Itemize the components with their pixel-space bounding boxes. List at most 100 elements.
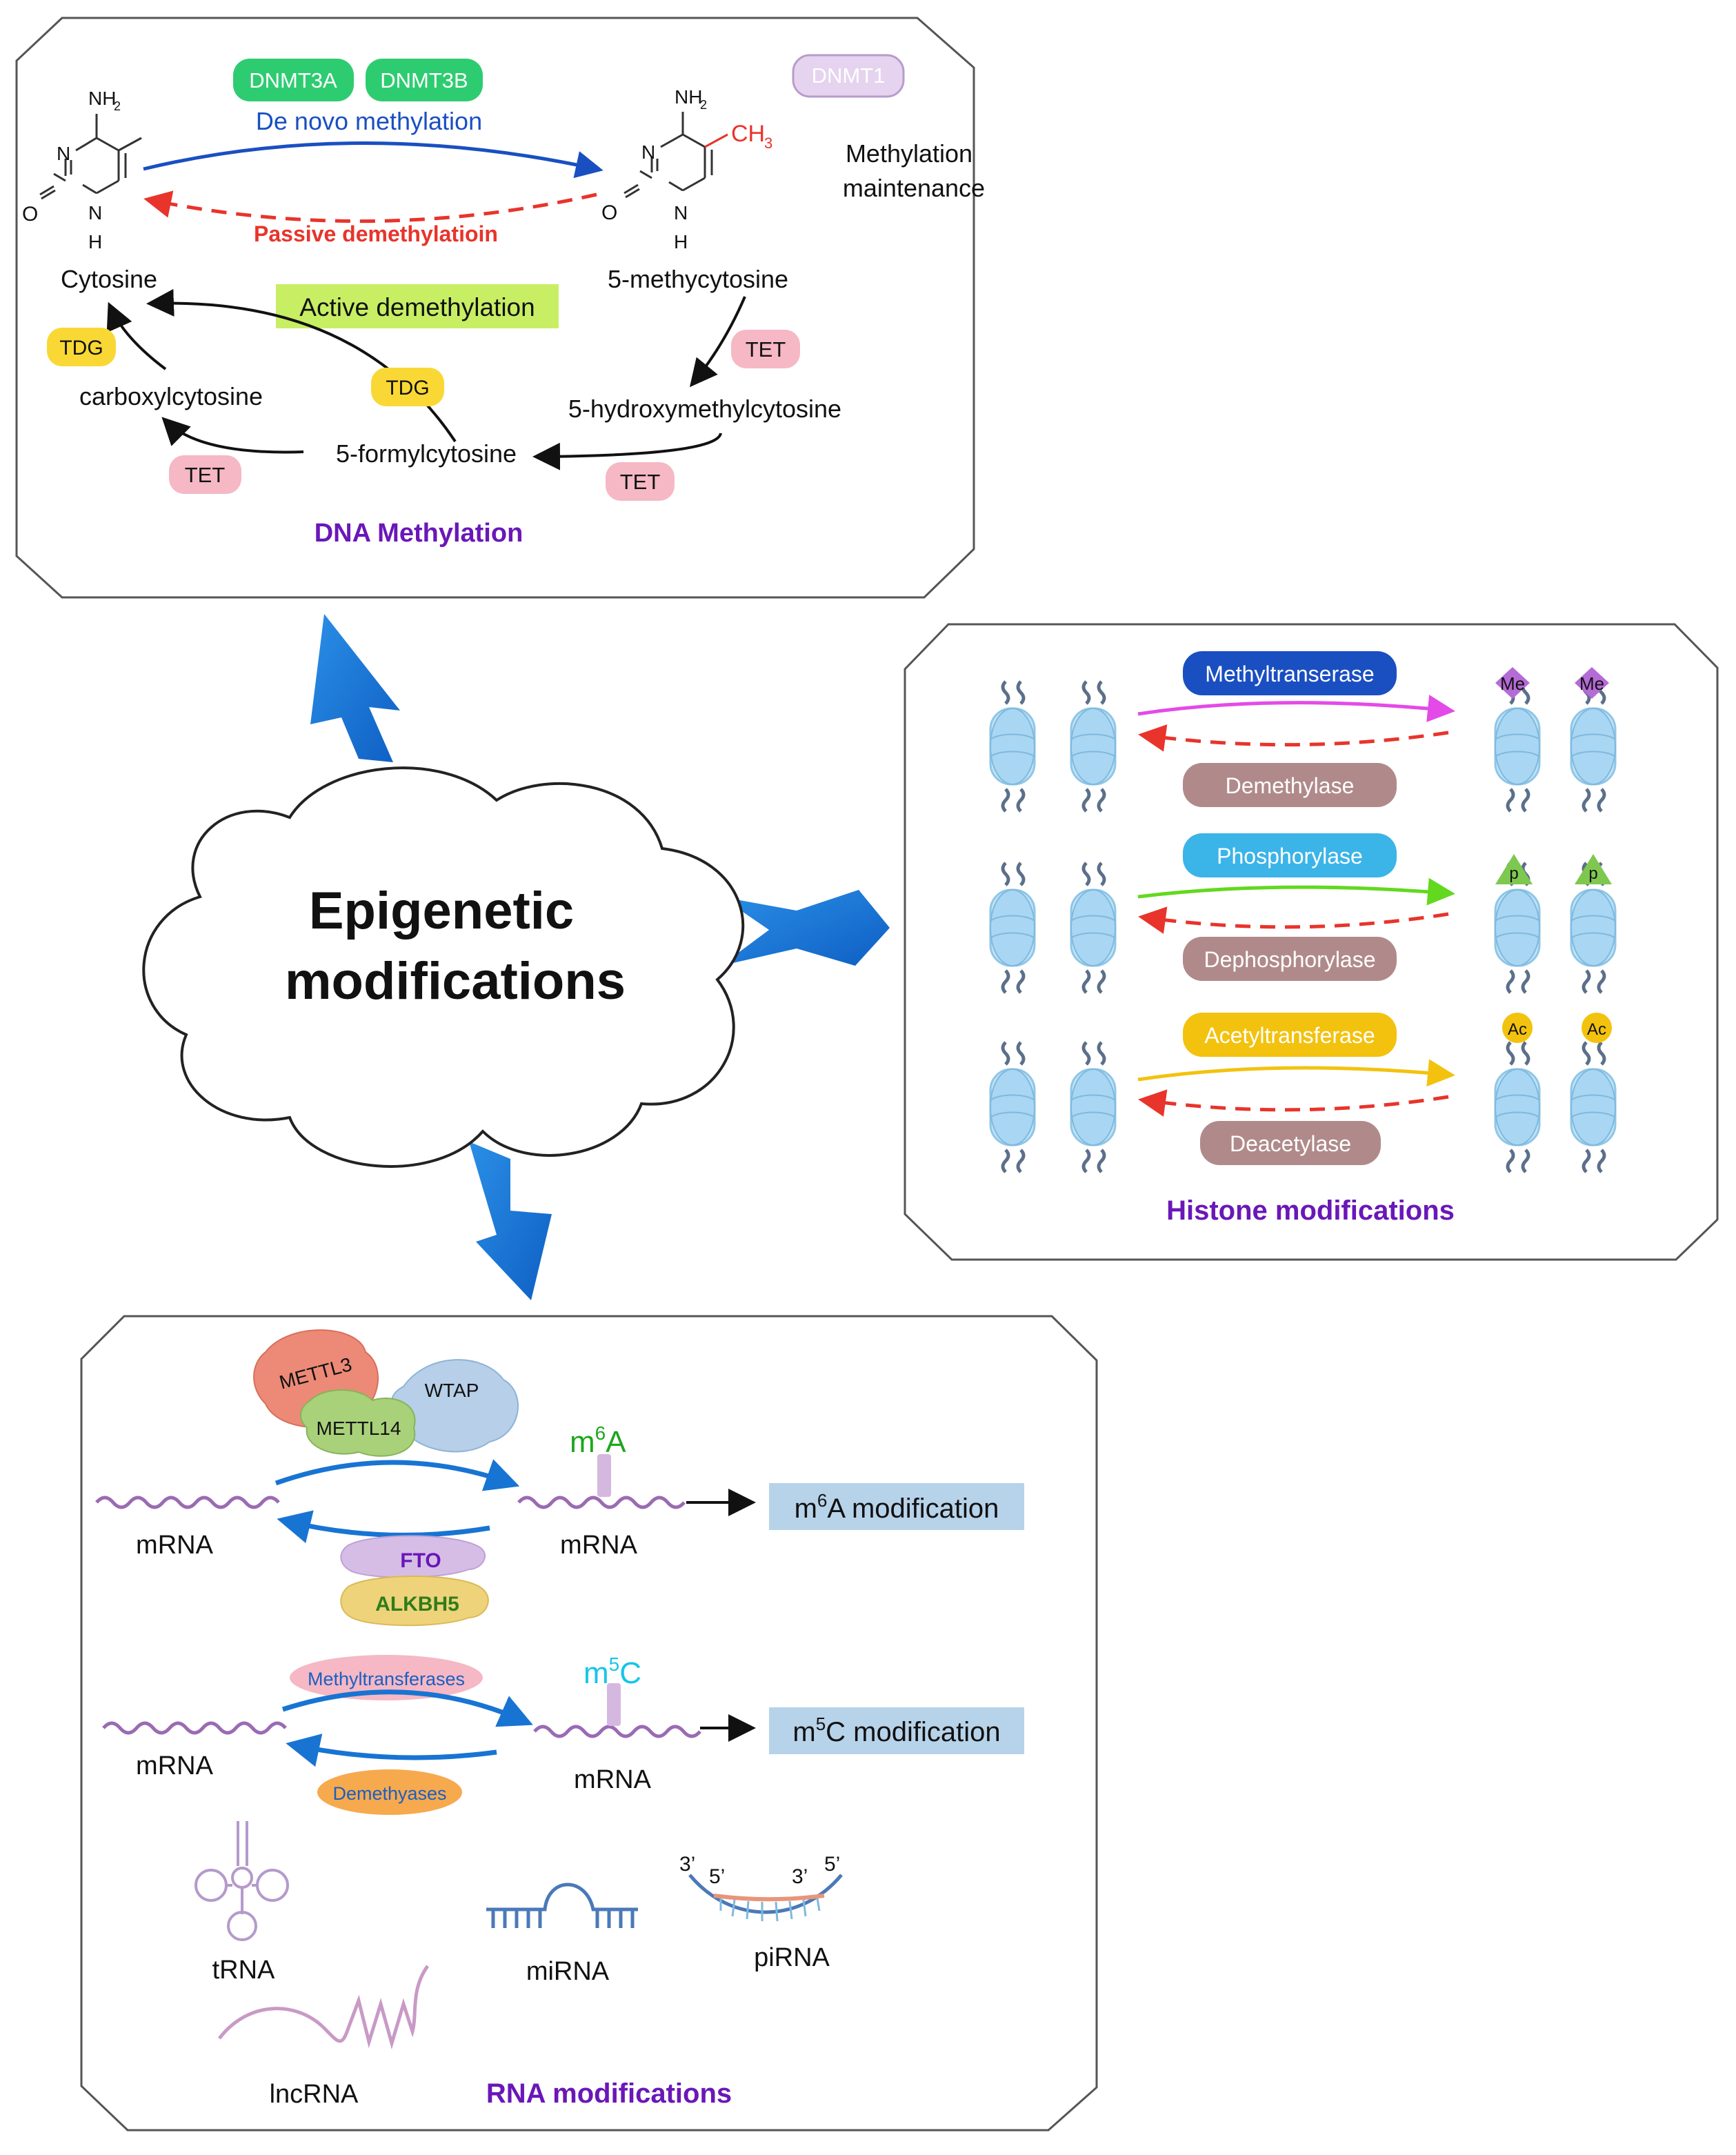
svg-text:Me: Me (1579, 673, 1604, 694)
svg-text:Methyltransferases: Methyltransferases (308, 1669, 465, 1689)
dnmt1-badge: DNMT1 (792, 54, 905, 98)
trna-label: tRNA (212, 1956, 275, 1985)
svg-text:N: N (57, 143, 70, 164)
svg-text:O: O (601, 201, 617, 224)
eraser-complex: FTO ALKBH5 (340, 1535, 489, 1627)
svg-text:2: 2 (700, 98, 707, 112)
pirna-label: piRNA (754, 1943, 830, 1972)
maintenance-label-2: maintenance (843, 174, 985, 202)
cloud-title-line1: Epigenetic (309, 882, 574, 940)
svg-text:Ac: Ac (1587, 1020, 1606, 1039)
passive-label: Passive demethylatioin (254, 221, 498, 246)
writer-complex: METTL3 METTL14 WTAP (253, 1329, 519, 1457)
m6a-modification-box: m6A modification (769, 1483, 1024, 1530)
active-demethylation-label: Active demethylation (276, 284, 559, 328)
svg-text:TET: TET (746, 337, 786, 361)
svg-text:METTL14: METTL14 (317, 1418, 401, 1439)
rna-panel: METTL3 METTL14 WTAP mRNA m6A mRNA m6A mo… (80, 1315, 1098, 2132)
cloud-title-line2: modifications (285, 952, 626, 1011)
mrna-label: mRNA (136, 1751, 214, 1780)
svg-text:WTAP: WTAP (425, 1380, 479, 1401)
methyltransferase-badge: Methyltranserase (1183, 651, 1397, 695)
pirna-icon: 3’ 5’ 3’ 5’ (679, 1853, 843, 1922)
svg-text:TDG: TDG (386, 377, 429, 399)
svg-text:DNMT3A: DNMT3A (249, 68, 337, 92)
svg-text:p: p (1509, 864, 1518, 883)
methylcytosine-label: 5-methycytosine (608, 265, 788, 293)
phosphorylase-badge: Phosphorylase (1183, 833, 1397, 877)
svg-text:H: H (88, 231, 102, 252)
svg-text:DNMT3B: DNMT3B (380, 68, 468, 92)
demethyases-badge: Demethyases (317, 1769, 462, 1815)
acetyltransferase-badge: Acetyltransferase (1183, 1013, 1397, 1057)
svg-text:FTO: FTO (400, 1549, 441, 1572)
svg-text:3: 3 (764, 135, 772, 152)
mrna-label: mRNA (136, 1531, 214, 1560)
svg-text:TET: TET (185, 463, 226, 487)
svg-text:N: N (674, 202, 688, 224)
methylcytosine-structure (623, 112, 713, 199)
dnmt3a-badge: DNMT3A (233, 59, 354, 101)
demethylase-badge: Demethylase (1183, 763, 1397, 807)
dna-methylation-panel: DNMT3A DNMT3B DNMT1 De novo methylation … (15, 17, 985, 599)
dephosphorylase-badge: Dephosphorylase (1183, 937, 1397, 981)
mrna-strand (95, 1496, 280, 1509)
histone-panel: Methyltranserase Demethylase Me Me Phosp… (904, 623, 1719, 1261)
de-novo-arrow (143, 141, 603, 179)
dnmt3b-badge: DNMT3B (366, 59, 483, 101)
svg-text:NH: NH (675, 86, 702, 108)
mrna-label: mRNA (574, 1765, 652, 1794)
deacetylase-badge: Deacetylase (1200, 1121, 1381, 1165)
svg-text:ALKBH5: ALKBH5 (375, 1593, 459, 1616)
svg-text:O: O (22, 203, 38, 226)
svg-text:TDG: TDG (59, 337, 103, 359)
svg-text:Me: Me (1500, 673, 1525, 694)
svg-text:H: H (674, 231, 688, 252)
phospho-mark: p p (1495, 854, 1612, 884)
tet-badge: TET (731, 330, 800, 368)
hydroxymethylcytosine-label: 5-hydroxymethylcytosine (568, 395, 841, 423)
epigenetic-cloud: Epigenetic modifications (142, 766, 745, 1168)
tet-badge: TET (606, 462, 675, 501)
svg-text:5’: 5’ (709, 1865, 725, 1888)
lncrna-icon (218, 1965, 430, 2049)
svg-text:Ac: Ac (1508, 1020, 1527, 1039)
svg-text:CH: CH (731, 121, 765, 147)
m6a-mark: m6A (570, 1422, 626, 1459)
tet-badge: TET (169, 455, 241, 494)
lncrna-label: lncRNA (270, 2080, 359, 2109)
svg-text:5’: 5’ (824, 1853, 840, 1876)
formylcytosine-label: 5-formylcytosine (336, 439, 517, 468)
dna-panel-title: DNA Methylation (315, 519, 523, 548)
svg-text:Dephosphorylase: Dephosphorylase (1204, 947, 1375, 972)
arrow-to-histone (721, 890, 890, 966)
rna-panel-title: RNA modifications (486, 2078, 732, 2109)
svg-text:Demethylase: Demethylase (1226, 773, 1355, 798)
svg-text:N: N (88, 202, 102, 224)
svg-text:Phosphorylase: Phosphorylase (1217, 844, 1363, 868)
mrna-strand (533, 1725, 701, 1738)
arrow-to-rna (469, 1142, 552, 1300)
maintenance-label-1: Methylation (846, 139, 972, 168)
mrna-strand (102, 1721, 287, 1735)
svg-text:Demethyases: Demethyases (332, 1783, 446, 1804)
mrna-label: mRNA (560, 1531, 638, 1560)
mrna-strand (517, 1496, 686, 1509)
svg-text:Acetyltransferase: Acetyltransferase (1204, 1023, 1375, 1048)
svg-text:DNMT1: DNMT1 (812, 63, 886, 88)
acetyl-mark: Ac Ac (1502, 1013, 1612, 1043)
de-novo-label: De novo methylation (256, 107, 482, 135)
svg-text:N: N (641, 141, 655, 163)
svg-text:Methyltranserase: Methyltranserase (1205, 662, 1374, 686)
cytosine-structure (39, 114, 142, 200)
svg-text:m5C modification: m5C modification (792, 1714, 1000, 1747)
svg-text:2: 2 (114, 99, 121, 113)
svg-text:Deacetylase: Deacetylase (1230, 1131, 1351, 1156)
svg-text:TET: TET (620, 470, 661, 494)
methyl-mark: Me Me (1495, 667, 1609, 699)
passive-arrow (143, 190, 597, 224)
cytosine-label: Cytosine (61, 265, 157, 293)
histone-panel-title: Histone modifications (1166, 1195, 1455, 1226)
mirna-icon (486, 1883, 638, 1928)
